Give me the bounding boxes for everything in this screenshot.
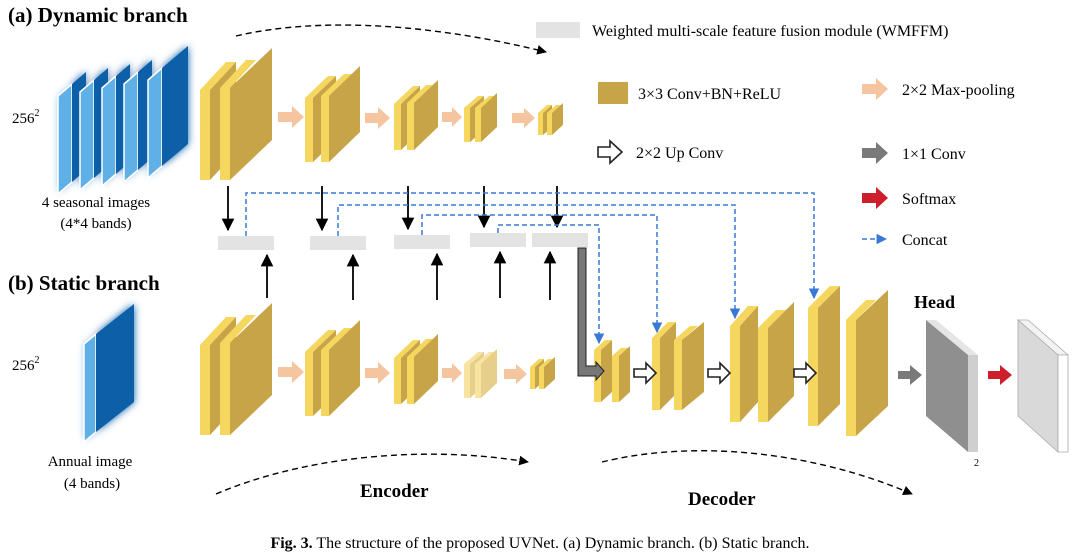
decoder-block-4 (808, 286, 888, 436)
legend-conv1x1: 1×1 Conv (902, 146, 966, 163)
static-encoder-block-2 (305, 320, 360, 416)
dynamic-flow-curve (235, 24, 547, 55)
legend-maxpool-arrow (862, 78, 888, 100)
legend: Weighted multi-scale feature fusion modu… (536, 22, 1015, 249)
dynamic-input-size: 2562 (12, 108, 40, 127)
head-channels: 2 (974, 458, 979, 469)
static-branch-title: (b) Static branch (8, 271, 160, 295)
dynamic-branch-title: (a) Dynamic branch (8, 3, 188, 27)
decoder-block-2 (652, 322, 704, 410)
head-output (926, 320, 978, 452)
static-encoder-block-1 (200, 303, 272, 435)
static-encoder-block-5 (530, 357, 555, 389)
annual-caption-1: Annual image (48, 454, 133, 470)
figure-caption: Fig. 3. The structure of the proposed UV… (270, 535, 809, 552)
legend-conv-swatch (598, 82, 628, 104)
annual-image (83, 304, 134, 444)
legend-conv: 3×3 Conv+BN+ReLU (638, 86, 782, 103)
legend-wmffm-swatch (536, 22, 580, 38)
decoder-block-3 (730, 302, 794, 422)
legend-wmffm: Weighted multi-scale feature fusion modu… (592, 23, 948, 40)
legend-upconv-arrow (597, 139, 624, 165)
static-input-size: 2562 (12, 355, 40, 374)
legend-softmax-arrow (862, 187, 888, 209)
legend-conv1x1-arrow (862, 142, 888, 164)
dynamic-encoder-block-5 (538, 103, 563, 135)
legend-concat: Concat (902, 232, 948, 249)
annual-caption-2: (4 bands) (64, 476, 120, 492)
legend-softmax: Softmax (902, 191, 956, 208)
encoder-label: Encoder (360, 481, 429, 502)
static-encoder-block-4 (464, 349, 497, 398)
max-pooling-arrows (278, 106, 535, 384)
legend-upconv: 2×2 Up Conv (636, 145, 723, 162)
dynamic-encoder-block-2 (305, 66, 360, 162)
dynamic-encoder-block-4 (464, 93, 497, 142)
encoder-flow-curve (215, 453, 529, 495)
dynamic-encoder-block-1 (200, 48, 272, 180)
concat-skip-connections (245, 192, 820, 345)
head-label: Head (914, 292, 955, 312)
seasonal-images-stack (57, 46, 188, 196)
seasonal-caption-1: 4 seasonal images (42, 195, 150, 211)
static-encoder-block-3 (394, 334, 438, 404)
upconv-path (577, 247, 818, 385)
conv1x1-arrow (898, 365, 922, 385)
fusion-arrows (221, 186, 564, 300)
wmffm-modules (218, 233, 588, 250)
seasonal-caption-2: (4*4 bands) (60, 216, 131, 232)
caption-prefix: Fig. 3. (270, 535, 312, 552)
softmax-arrow (988, 365, 1012, 385)
decoder-label: Decoder (688, 489, 756, 510)
dynamic-encoder-block-3 (394, 80, 438, 150)
caption-text: The structure of the proposed UVNet. (a)… (313, 535, 810, 552)
legend-maxpool: 2×2 Max-pooling (902, 82, 1015, 99)
softmax-output (1016, 319, 1070, 453)
decoder-flow-curve (601, 450, 913, 495)
